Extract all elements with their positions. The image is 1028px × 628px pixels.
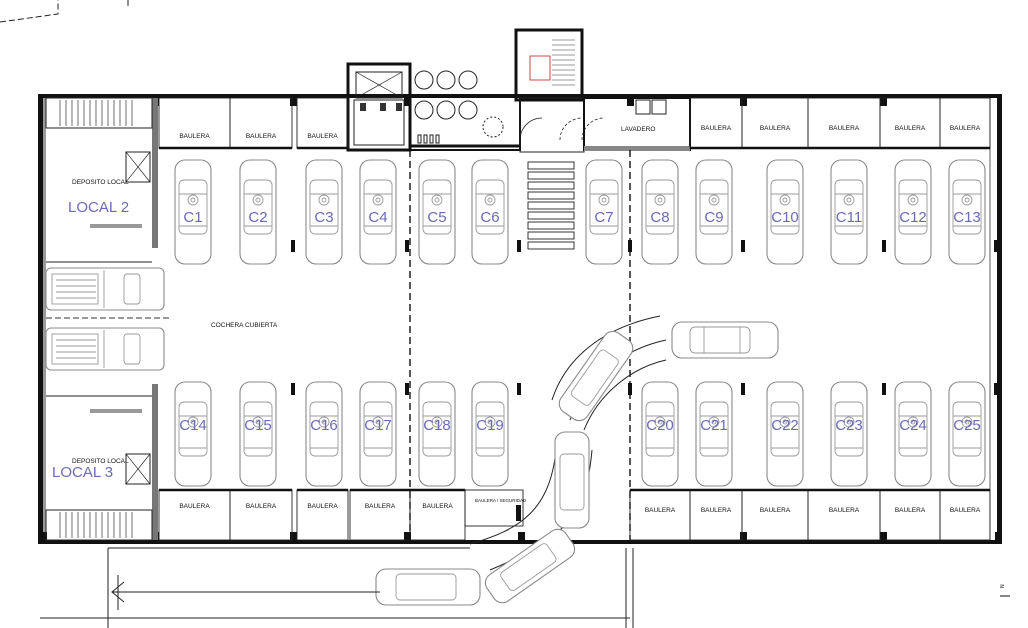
space-label-c1: C1: [183, 209, 202, 226]
space-label-c25: C25: [953, 417, 981, 434]
parked-car-c8: [641, 159, 679, 265]
parked-car-c2: [239, 159, 277, 265]
parked-car-c24: [894, 381, 932, 487]
storage-top-6: BAULERA: [829, 125, 860, 132]
storage-bottom-9: BAULERA: [829, 507, 860, 514]
storage-top-2: BAULERA: [246, 133, 277, 140]
space-label-c15: C15: [244, 417, 272, 434]
storage-bottom-11: BAULERA: [950, 507, 981, 514]
space-label-c9: C9: [704, 209, 723, 226]
parked-car-c5: [418, 159, 456, 265]
storage-top-5: BAULERA: [760, 125, 791, 132]
local-3-deposit-label: DEPOSITO LOCAL: [72, 458, 129, 465]
laundry-label: LAVADERO: [621, 126, 655, 133]
local-3-label: LOCAL 3: [52, 464, 113, 481]
space-label-c4: C4: [368, 209, 387, 226]
local-3-area: DEPOSITO LOCAL LOCAL 3: [45, 384, 158, 541]
parked-car-c19: [471, 381, 509, 487]
space-label-c18: C18: [423, 417, 451, 434]
storage-row-top: BAULERA BAULERA BAULERA BAULERA BAULERA BAULE…: [158, 97, 991, 150]
parked-car-c4: [359, 159, 397, 265]
bottom-row-cars: [174, 381, 986, 487]
space-label-c21: C21: [700, 417, 728, 434]
maneuvering-car: [671, 321, 779, 359]
storage-top-3: BAULERA: [307, 133, 338, 140]
parked-car-c15: [239, 381, 277, 487]
space-label-c14: C14: [179, 417, 207, 434]
space-label-c7: C7: [594, 209, 613, 226]
parked-car-c9: [695, 159, 733, 265]
space-label-c11: C11: [836, 209, 862, 226]
parked-car-c14: [174, 381, 212, 487]
parked-car-c10: [766, 159, 804, 265]
service-core: LAVADERO: [346, 28, 691, 250]
parked-car-c20: [641, 381, 679, 487]
pickup-truck-2: [45, 327, 165, 371]
parked-car-c18: [418, 381, 456, 487]
parked-car-c12: [894, 159, 932, 265]
svg-text:N: N: [1000, 584, 1006, 588]
parked-car-c16: [305, 381, 343, 487]
access-driveway: N: [40, 547, 1010, 628]
parked-car-c22: [766, 381, 804, 487]
storage-bottom-6: BAULERA: [645, 507, 676, 514]
space-label-c23: C23: [835, 417, 863, 434]
storage-security-label: BAULERA / SEGURIDAD: [475, 498, 527, 503]
storage-bottom-10: BAULERA: [895, 507, 926, 514]
local-2-label: LOCAL 2: [68, 199, 129, 216]
parked-car-c11: [830, 159, 868, 265]
storage-row-bottom: BAULERA BAULERA BAULERA BAULERA BAULERA BAULE…: [158, 488, 991, 541]
parked-car-c17: [359, 381, 397, 487]
storage-top-4: BAULERA: [701, 125, 732, 132]
space-label-c10: C10: [771, 209, 799, 226]
parked-car-c3: [305, 159, 343, 265]
storage-top-7: BAULERA: [895, 125, 926, 132]
space-label-c16: C16: [310, 417, 338, 434]
pickup-truck-1: [45, 267, 165, 311]
storage-bottom-8: BAULERA: [760, 507, 791, 514]
space-label-c12: C12: [899, 209, 927, 226]
space-label-c17: C17: [364, 417, 392, 434]
parked-car-c21: [695, 381, 733, 487]
space-label-c8: C8: [650, 209, 669, 226]
storage-bottom-7: BAULERA: [701, 507, 732, 514]
space-label-c24: C24: [899, 417, 927, 434]
local-2-area: DEPOSITO LOCAL LOCAL 2: [45, 97, 158, 263]
space-label-c22: C22: [771, 417, 799, 434]
storage-top-1: BAULERA: [179, 133, 210, 140]
curved-ramp: [375, 315, 667, 606]
space-label-c2: C2: [248, 209, 267, 226]
space-label-c5: C5: [427, 209, 446, 226]
storage-bottom-1: BAULERA: [179, 503, 210, 510]
storage-bottom-4: BAULERA: [365, 503, 396, 510]
covered-garage-label: COCHERA CUBIERTA: [211, 322, 278, 329]
parked-car-c25: [948, 381, 986, 487]
space-label-c6: C6: [480, 209, 499, 226]
space-label-c19: C19: [476, 417, 504, 434]
parked-car-c6: [471, 159, 509, 265]
parked-car-c23: [830, 381, 868, 487]
storage-bottom-5: BAULERA: [422, 503, 453, 510]
space-label-c3: C3: [314, 209, 333, 226]
parked-car-c1: [174, 159, 212, 265]
space-label-c13: C13: [953, 209, 981, 226]
parked-car-c7: [585, 159, 623, 265]
parked-car-c13: [948, 159, 986, 265]
local-2-deposit-label: DEPOSITO LOCAL: [72, 179, 129, 186]
storage-top-8: BAULERA: [950, 125, 981, 132]
top-row-cars: [174, 159, 986, 265]
storage-bottom-3: BAULERA: [307, 503, 338, 510]
space-label-c20: C20: [646, 417, 674, 434]
storage-bottom-2: BAULERA: [246, 503, 277, 510]
